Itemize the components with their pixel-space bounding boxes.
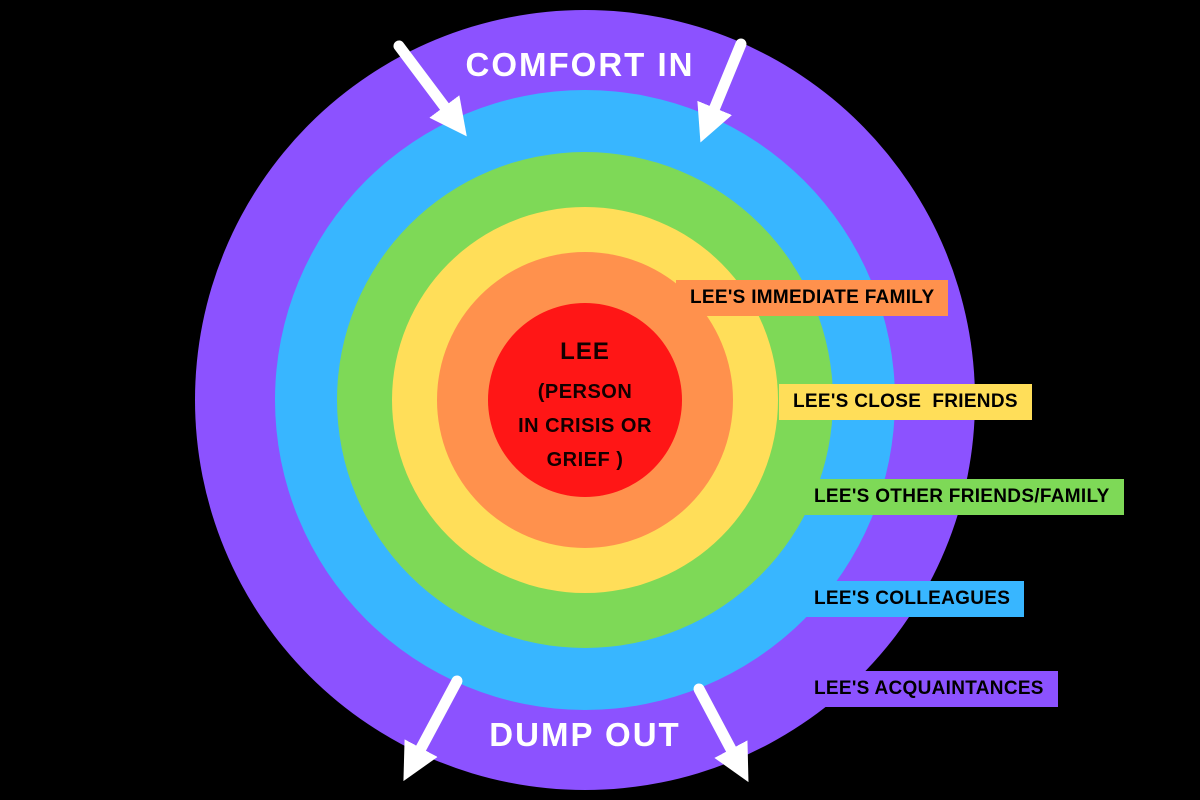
ring-label-close-friends: LEE'S CLOSE FRIENDS: [779, 384, 1032, 420]
center-circle: [488, 303, 682, 497]
dump-out-label: DUMP OUT: [489, 716, 681, 753]
center-person-name: LEE: [560, 338, 610, 365]
ring-label-immediate-family: LEE'S IMMEDIATE FAMILY: [676, 280, 949, 316]
center-person-desc-line-2: IN CRISIS OR: [518, 415, 652, 437]
ring-label-colleagues: LEE'S COLLEAGUES: [800, 581, 1025, 617]
ring-label-acquaintances: LEE'S ACQUAINTANCES: [800, 671, 1058, 707]
center-label: LEE (PERSON IN CRISIS OR GRIEF ): [465, 338, 705, 477]
ring-label-other-friends-family: LEE'S OTHER FRIENDS/FAMILY: [800, 479, 1124, 515]
center-person-desc-line-1: (PERSON: [537, 381, 633, 403]
center-person-desc-line-3: GRIEF ): [546, 449, 624, 471]
comfort-in-label: COMFORT IN: [465, 46, 695, 83]
